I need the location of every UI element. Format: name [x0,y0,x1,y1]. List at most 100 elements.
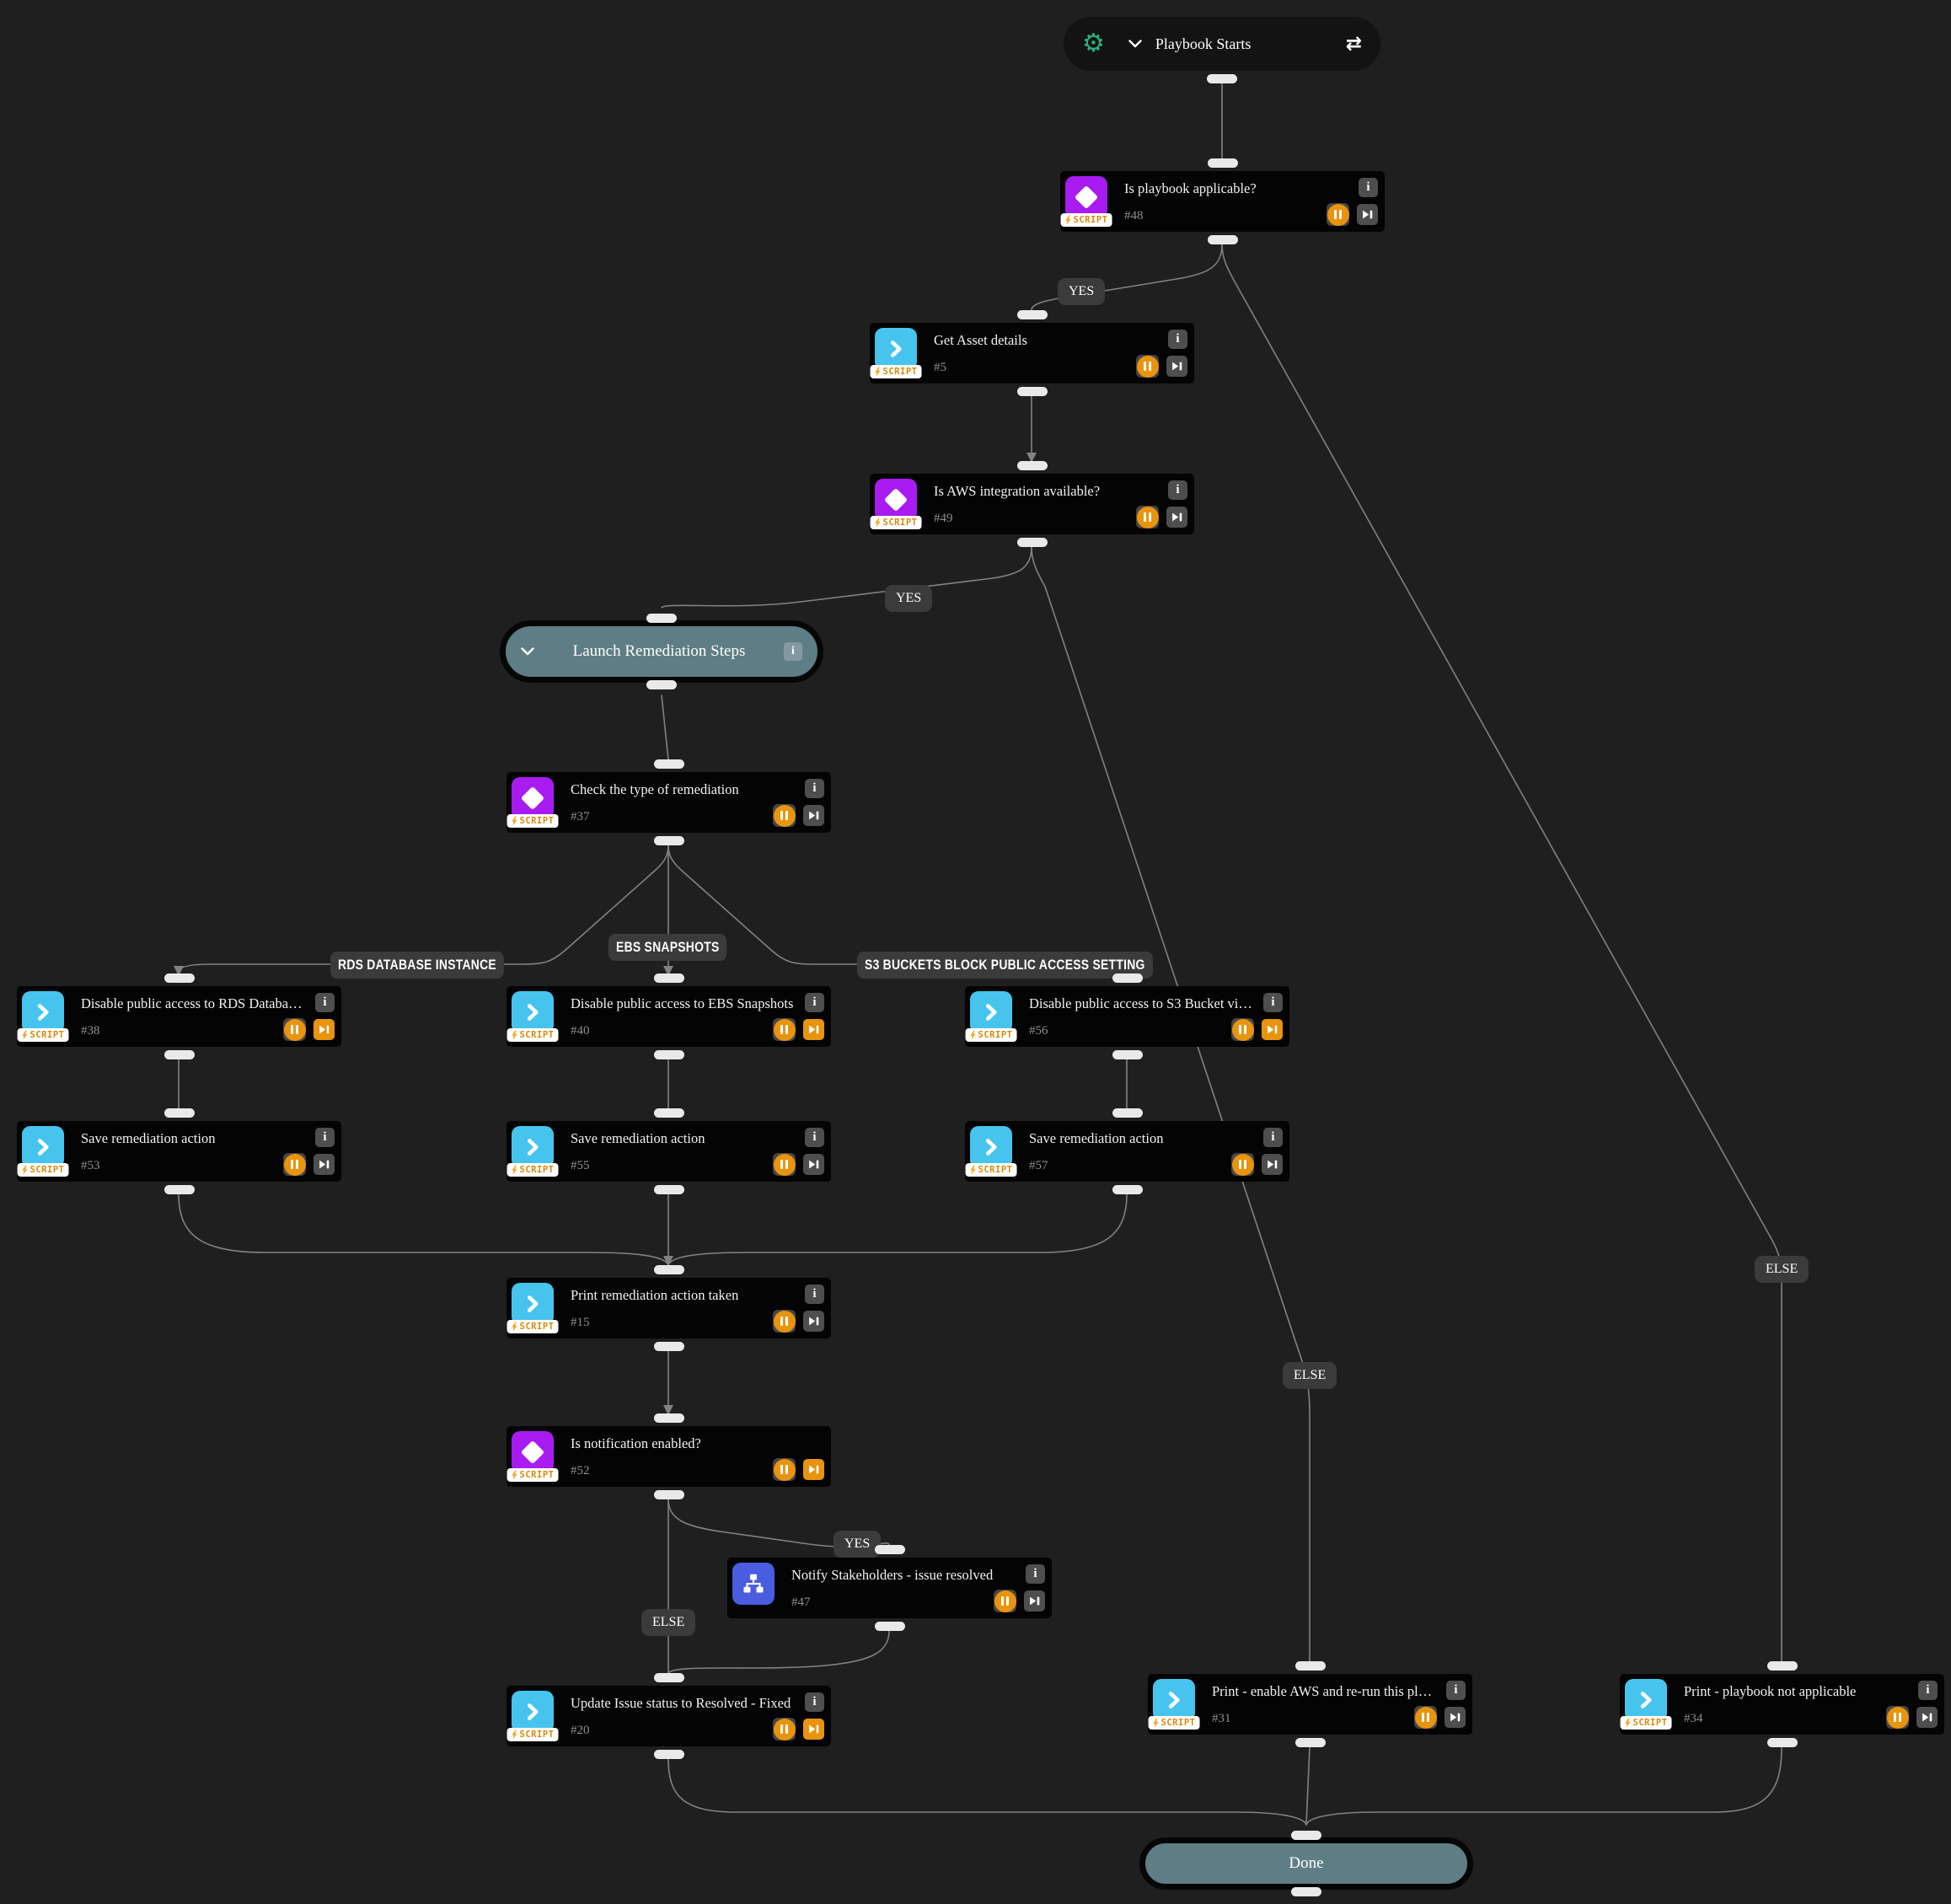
task-node-37[interactable]: SCRIPT Check the type of remediation #37… [507,759,831,845]
info-button[interactable]: i [805,993,824,1012]
pause-button[interactable] [1231,1018,1254,1041]
connector-nub-bottom[interactable] [1207,74,1237,83]
info-button[interactable]: i [1168,480,1187,500]
connector-nub-top[interactable] [653,759,684,769]
pause-button[interactable] [1327,203,1349,226]
pause-button[interactable] [773,1310,796,1333]
connector-nub-top[interactable] [1766,1661,1798,1671]
task-node-53[interactable]: SCRIPT Save remediation action #53 i [17,1108,341,1194]
connector-nub-bottom[interactable] [646,680,677,689]
task-node-31[interactable]: SCRIPT Print - enable AWS and re-run thi… [1148,1661,1472,1747]
skip-button[interactable] [1444,1707,1466,1728]
sub-playbook-node[interactable]: Launch Remediation Steps i [500,614,823,689]
connector-nub-bottom[interactable] [163,1050,195,1059]
task-node-52[interactable]: SCRIPT Is notification enabled? #52 [507,1413,831,1499]
connector-nub-top[interactable] [653,1265,684,1274]
info-button[interactable]: i [1168,330,1187,349]
playbook-start-node[interactable]: ⚙ Playbook Starts ⇄ [1064,17,1380,83]
skip-button[interactable] [803,1459,824,1480]
pause-button[interactable] [1136,506,1159,528]
connector-nub-bottom[interactable] [1112,1185,1143,1194]
pause-button[interactable] [994,1590,1016,1612]
connector-nub-bottom[interactable] [1207,235,1238,244]
task-node-40[interactable]: SCRIPT Disable public access to EBS Snap… [507,973,831,1059]
skip-button[interactable] [1024,1590,1045,1612]
info-button[interactable]: i [805,1285,824,1304]
info-button[interactable]: i [1918,1681,1938,1700]
info-button[interactable]: i [1446,1681,1466,1700]
connector-nub-bottom[interactable] [1291,1887,1321,1896]
connector-nub-top[interactable] [1207,158,1238,168]
connector-nub-bottom[interactable] [653,836,684,845]
connector-nub-top[interactable] [1294,1661,1326,1671]
pause-button[interactable] [1886,1706,1909,1729]
pause-button[interactable] [773,1018,796,1041]
connector-nub-bottom[interactable] [653,1050,684,1059]
connector-nub-bottom[interactable] [1016,538,1048,547]
skip-button[interactable] [1166,356,1187,377]
chevron-down-icon[interactable] [521,647,534,656]
playbook-done-node[interactable]: Done [1139,1831,1473,1896]
pause-button[interactable] [773,804,796,827]
task-node-55[interactable]: SCRIPT Save remediation action #55 i [507,1108,831,1194]
info-button[interactable]: i [315,1128,335,1147]
info-button[interactable]: i [784,642,802,661]
task-node-57[interactable]: SCRIPT Save remediation action #57 i [965,1108,1289,1194]
info-button[interactable]: i [1026,1564,1045,1584]
connector-nub-top[interactable] [653,973,684,983]
connector-nub-bottom[interactable] [653,1342,684,1351]
task-node-15[interactable]: SCRIPT Print remediation action taken #1… [507,1265,831,1351]
connector-nub-bottom[interactable] [653,1490,684,1499]
skip-button[interactable] [1262,1154,1283,1175]
pause-button[interactable] [773,1153,796,1176]
connector-nub-top[interactable] [653,1413,684,1423]
task-node-38[interactable]: SCRIPT Disable public access to RDS Data… [17,973,341,1059]
skip-button[interactable] [803,1019,824,1040]
skip-button[interactable] [1166,507,1187,528]
task-node-49[interactable]: SCRIPT Is AWS integration available? #49… [870,461,1194,547]
info-button[interactable]: i [805,1692,824,1712]
pause-button[interactable] [283,1018,306,1041]
info-button[interactable]: i [1359,178,1378,197]
connector-nub-top[interactable] [1112,973,1143,983]
skip-button[interactable] [803,1154,824,1175]
connector-nub-top[interactable] [1112,1108,1143,1118]
skip-button[interactable] [314,1154,335,1175]
pause-button[interactable] [773,1458,796,1481]
connector-nub-top[interactable] [653,1108,684,1118]
connector-nub-top[interactable] [653,1673,684,1682]
skip-button[interactable] [803,805,824,826]
connector-nub-bottom[interactable] [653,1750,684,1759]
pause-button[interactable] [1414,1706,1437,1729]
swap-icon[interactable]: ⇄ [1345,32,1362,55]
task-node-48[interactable]: SCRIPT Is playbook applicable? #48 i [1060,158,1385,244]
connector-nub-bottom[interactable] [1016,387,1048,396]
info-button[interactable]: i [1263,993,1283,1012]
connector-nub-bottom[interactable] [653,1185,684,1194]
pause-button[interactable] [773,1718,796,1740]
skip-button[interactable] [1357,204,1378,225]
connector-nub-bottom[interactable] [874,1622,905,1631]
info-button[interactable]: i [805,779,824,798]
skip-button[interactable] [803,1719,824,1740]
connector-nub-bottom[interactable] [1294,1738,1326,1747]
pause-button[interactable] [1136,355,1159,378]
info-button[interactable]: i [315,993,335,1012]
chevron-down-icon[interactable] [1128,40,1142,48]
connector-nub-top[interactable] [1016,310,1048,319]
task-node-56[interactable]: SCRIPT Disable public access to S3 Bucke… [965,973,1289,1059]
task-node-47[interactable]: SCRIPT Notify Stakeholders - issue resol… [727,1545,1052,1631]
skip-button[interactable] [1916,1707,1938,1728]
info-button[interactable]: i [805,1128,824,1147]
skip-button[interactable] [314,1019,335,1040]
connector-nub-bottom[interactable] [1112,1050,1143,1059]
connector-nub-top[interactable] [163,973,195,983]
connector-nub-top[interactable] [874,1545,905,1554]
task-node-5[interactable]: SCRIPT Get Asset details #5 i [870,310,1194,396]
skip-button[interactable] [1262,1019,1283,1040]
skip-button[interactable] [803,1311,824,1332]
connector-nub-top[interactable] [1016,461,1048,470]
connector-nub-bottom[interactable] [1766,1738,1798,1747]
task-node-20[interactable]: SCRIPT Update Issue status to Resolved -… [507,1673,831,1759]
